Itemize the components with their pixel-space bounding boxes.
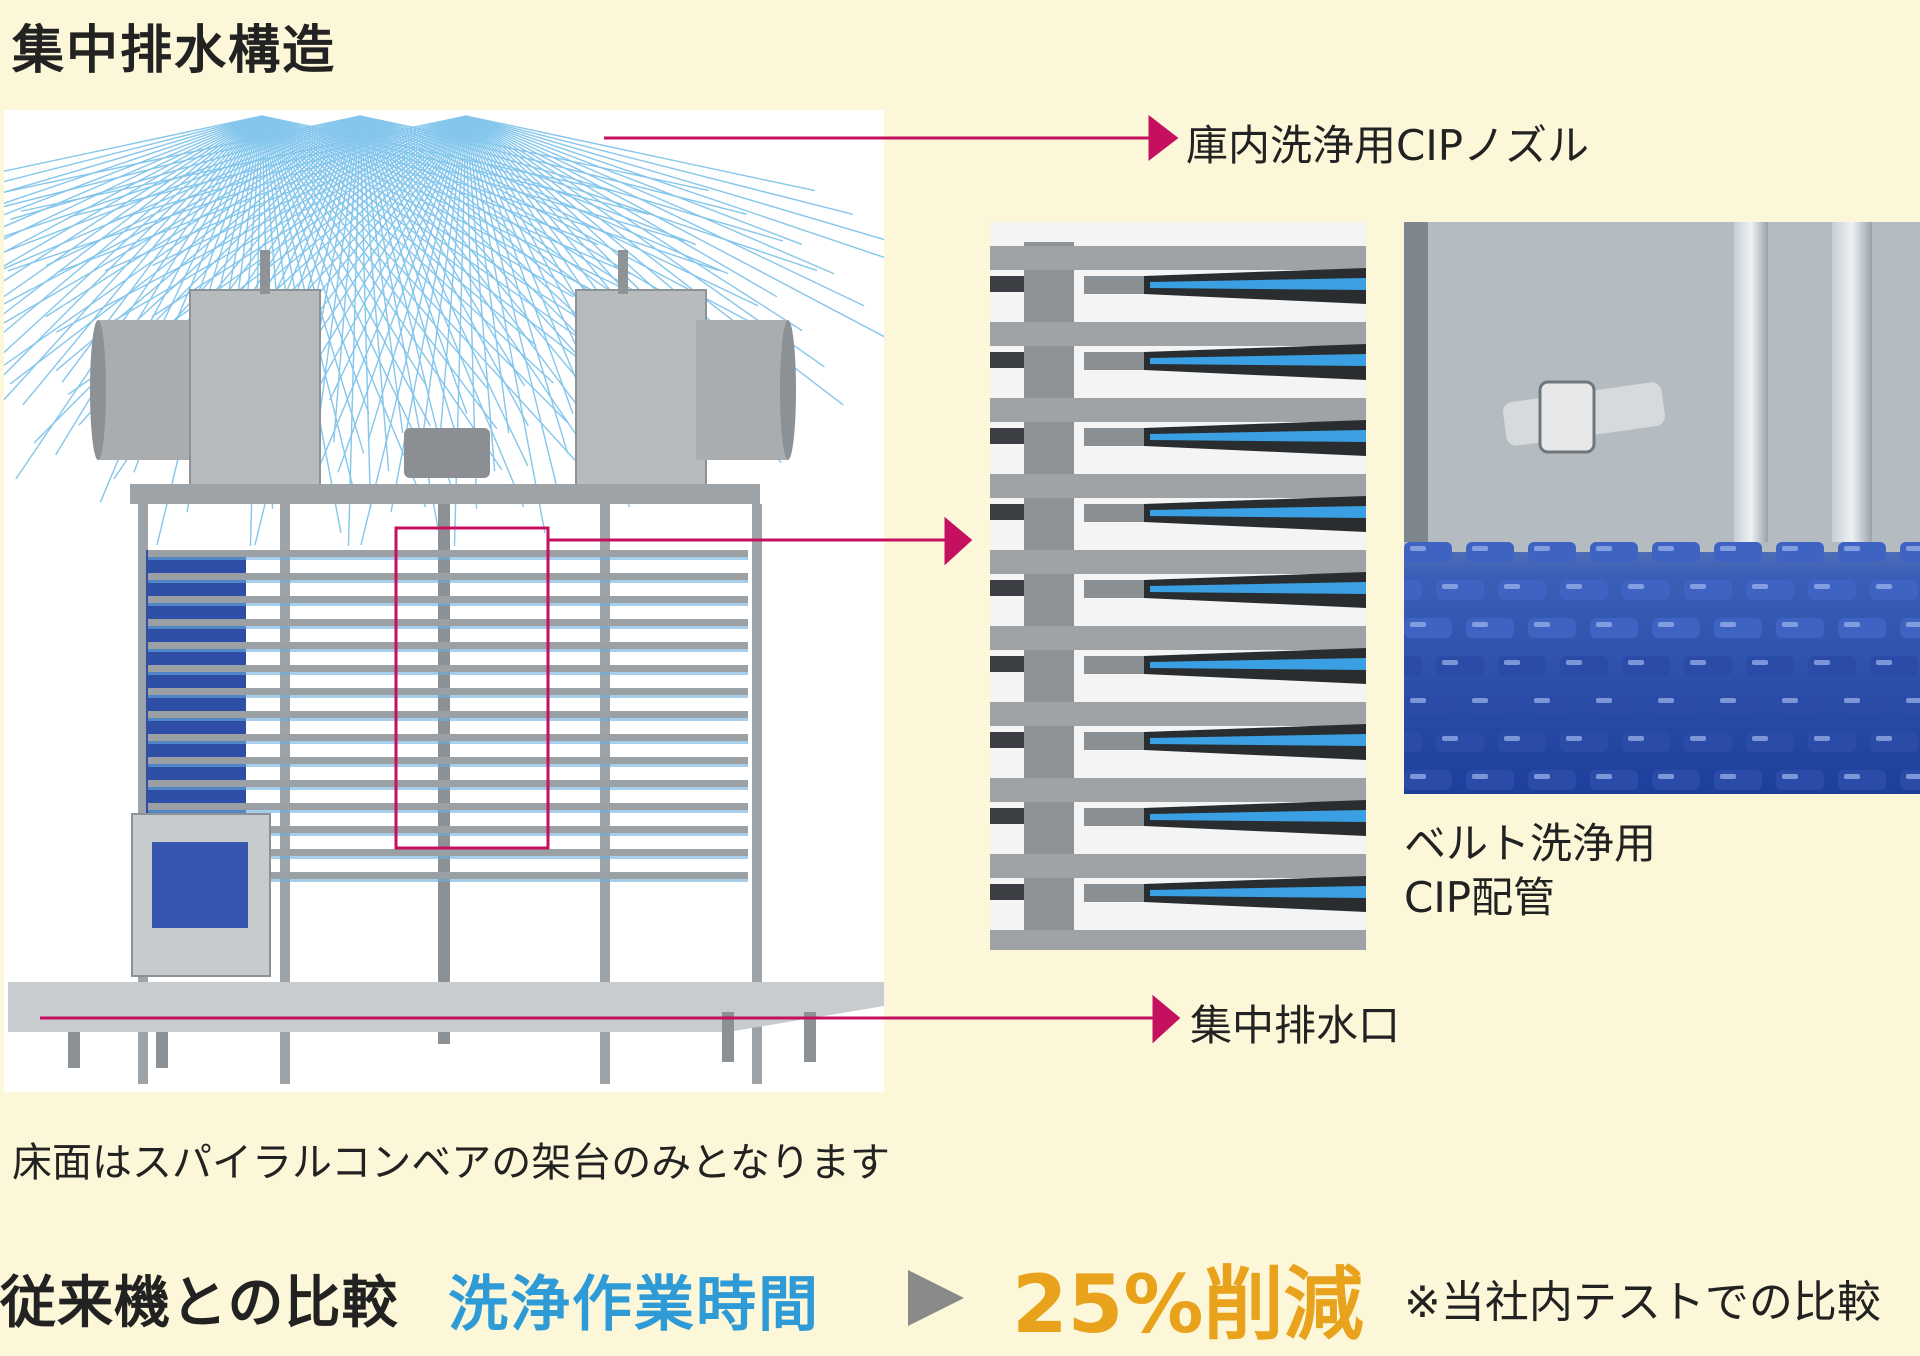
belt-cip-label-line1: ベルト洗浄用 xyxy=(1404,819,1657,868)
spiral-tiers xyxy=(148,550,748,882)
belt-links xyxy=(1404,542,1920,790)
belt-cip-label-line2: CIP配管 xyxy=(1404,873,1556,922)
nozzle-arrowhead xyxy=(1148,114,1179,162)
belt-cip-photo-drawing xyxy=(1404,222,1920,790)
cip-nozzle xyxy=(1538,380,1596,454)
cip-spray xyxy=(0,115,924,546)
zoom-highlight-box xyxy=(394,526,550,850)
spiral-conveyor-drawing xyxy=(0,115,924,1084)
spiral-conveyor-illustration xyxy=(0,110,924,1092)
comparison-metric: 洗浄作業時間 xyxy=(448,1270,820,1340)
comparison-heading: 従来機との比較 xyxy=(0,1271,399,1336)
detail-shaft xyxy=(1024,242,1074,950)
play-arrow-icon xyxy=(908,1270,964,1326)
left-fan-housing xyxy=(189,289,321,487)
drain-arrowhead xyxy=(1152,994,1181,1044)
comparison-result: 25%削減 xyxy=(1012,1258,1364,1351)
zoom-arrowhead xyxy=(944,516,973,566)
left-fan-duct xyxy=(98,320,200,460)
center-drum-shaft xyxy=(438,504,450,1044)
floor-caption: 床面はスパイラルコンベアの架台のみとなります xyxy=(12,1140,890,1186)
top-frame xyxy=(130,484,760,504)
nozzle-detail-image xyxy=(990,222,1366,988)
nozzle-detail-drawing xyxy=(990,222,1366,988)
right-fan-duct xyxy=(696,320,788,460)
drive-unit xyxy=(404,428,490,478)
drain-label: 集中排水口 xyxy=(1190,1001,1401,1050)
belt-cip-photo xyxy=(1404,222,1920,794)
comparison-note: ※当社内テストでの比較 xyxy=(1404,1277,1881,1328)
page-title: 集中排水構造 xyxy=(12,21,337,81)
nozzle-label: 庫内洗浄用CIPノズル xyxy=(1186,121,1590,170)
